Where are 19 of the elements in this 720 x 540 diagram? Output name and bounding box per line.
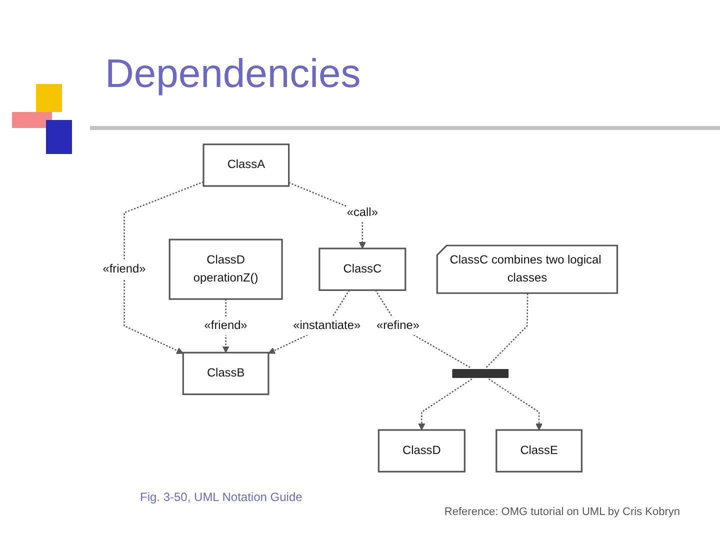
edge-label: «instantiate» [293, 318, 361, 332]
arrow [124, 181, 204, 354]
arrow [488, 378, 543, 430]
connector [374, 290, 472, 368]
connector [485, 294, 528, 368]
edge-label: «friend» [102, 262, 146, 276]
node-box: ClassB [182, 352, 270, 396]
node-box: ClassC [318, 248, 406, 291]
node-box: ClassE [496, 429, 582, 472]
arrow [418, 378, 472, 430]
slide-title: Dependencies [105, 51, 361, 98]
edge-label: «call» [346, 205, 378, 219]
node-box: ClassD operationZ() [168, 238, 283, 300]
edge-label: «friend» [204, 318, 248, 332]
edge-label: «refine» [376, 318, 420, 332]
node-box: ClassA [202, 144, 290, 187]
figure-caption: Fig. 3-50, UML Notation Guide [140, 490, 302, 504]
node-box: ClassD [378, 429, 466, 472]
reference-note: Reference: OMG tutorial on UML by Cris Kobryn [444, 506, 680, 518]
